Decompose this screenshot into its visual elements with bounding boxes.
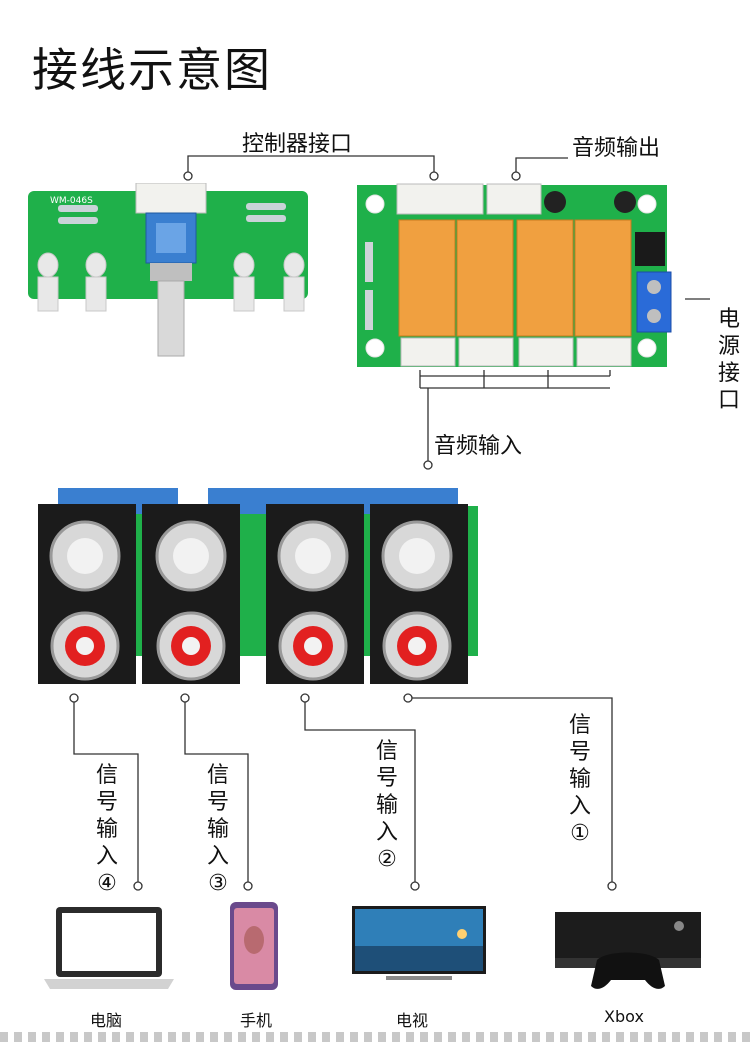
audio-out-label: 音频输出: [572, 136, 661, 161]
device-laptop-label: 电脑: [89, 1011, 122, 1030]
red-rca-jack-icon: [50, 611, 452, 681]
xbox-icon: [555, 912, 701, 989]
footer-divider: [0, 1032, 750, 1042]
audio-in-label: 音频输入: [434, 434, 523, 459]
phone-icon: [230, 902, 278, 990]
controller-board: WM-046S: [28, 183, 308, 357]
controller-port-label: 控制器接口: [242, 132, 353, 157]
page-title: 接线示意图: [32, 43, 272, 97]
rca-jack-board: [38, 488, 478, 684]
resistor-icon: [58, 203, 286, 224]
device-tv-label: 电视: [395, 1011, 428, 1030]
white-rca-jack-icon: [49, 520, 453, 592]
power-port-label: 电源接口: [717, 307, 740, 413]
led-icon: [37, 252, 305, 312]
device-phone-label: 手机: [239, 1011, 272, 1030]
relay-icon: [398, 219, 632, 337]
device-xbox-label: Xbox: [604, 1007, 644, 1026]
controller-silk: WM-046S: [50, 196, 93, 206]
laptop-icon: [44, 907, 174, 989]
tv-icon: [352, 906, 486, 980]
relay-board: [357, 183, 672, 367]
